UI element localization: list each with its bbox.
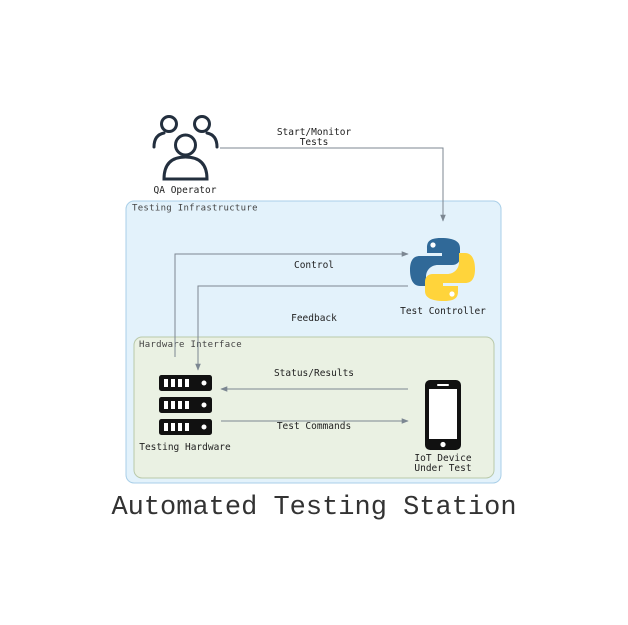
node-testing-hardware: Testing Hardware [139, 375, 231, 453]
edge-label-start-monitor: Start/Monitor [277, 127, 352, 138]
node-qa-operator-label: QA Operator [154, 185, 217, 196]
node-iot-device-label-line2: Under Test [414, 463, 471, 474]
edge-feedback [195, 285, 408, 371]
node-test-controller: Test Controller [400, 238, 486, 317]
users-icon [152, 115, 219, 181]
node-iot-device-label-line1: IoT Device [414, 453, 471, 464]
edge-label-tests: Tests [300, 137, 329, 148]
cluster-hardware-interface-box [133, 336, 495, 479]
edge-label-test-commands: Test Commands [277, 421, 351, 432]
edge-labels: Start/Monitor Tests Control Feedback Sta… [274, 127, 354, 432]
server-rack-icon [159, 375, 212, 435]
cluster-testing-infrastructure-label: Testing Infrastructure [132, 204, 258, 214]
edge-label-status-results: Status/Results [274, 368, 354, 379]
cluster-hardware-interface-label: Hardware Interface [139, 340, 242, 350]
python-logo-icon [410, 238, 475, 301]
node-qa-operator: QA Operator [152, 115, 219, 196]
diagram-title: Automated Testing Station [111, 493, 516, 523]
edge-label-feedback: Feedback [291, 313, 337, 324]
edge-start-monitor-tests [220, 147, 446, 222]
node-testing-hardware-label: Testing Hardware [139, 442, 231, 453]
edge-control [174, 251, 409, 357]
smartphone-icon [425, 380, 461, 450]
node-test-controller-label: Test Controller [400, 306, 486, 317]
edges [174, 147, 446, 424]
edge-label-control: Control [294, 260, 334, 271]
cluster-hardware-interface: Hardware Interface [133, 336, 495, 479]
node-iot-device: IoT Device Under Test [414, 380, 472, 474]
